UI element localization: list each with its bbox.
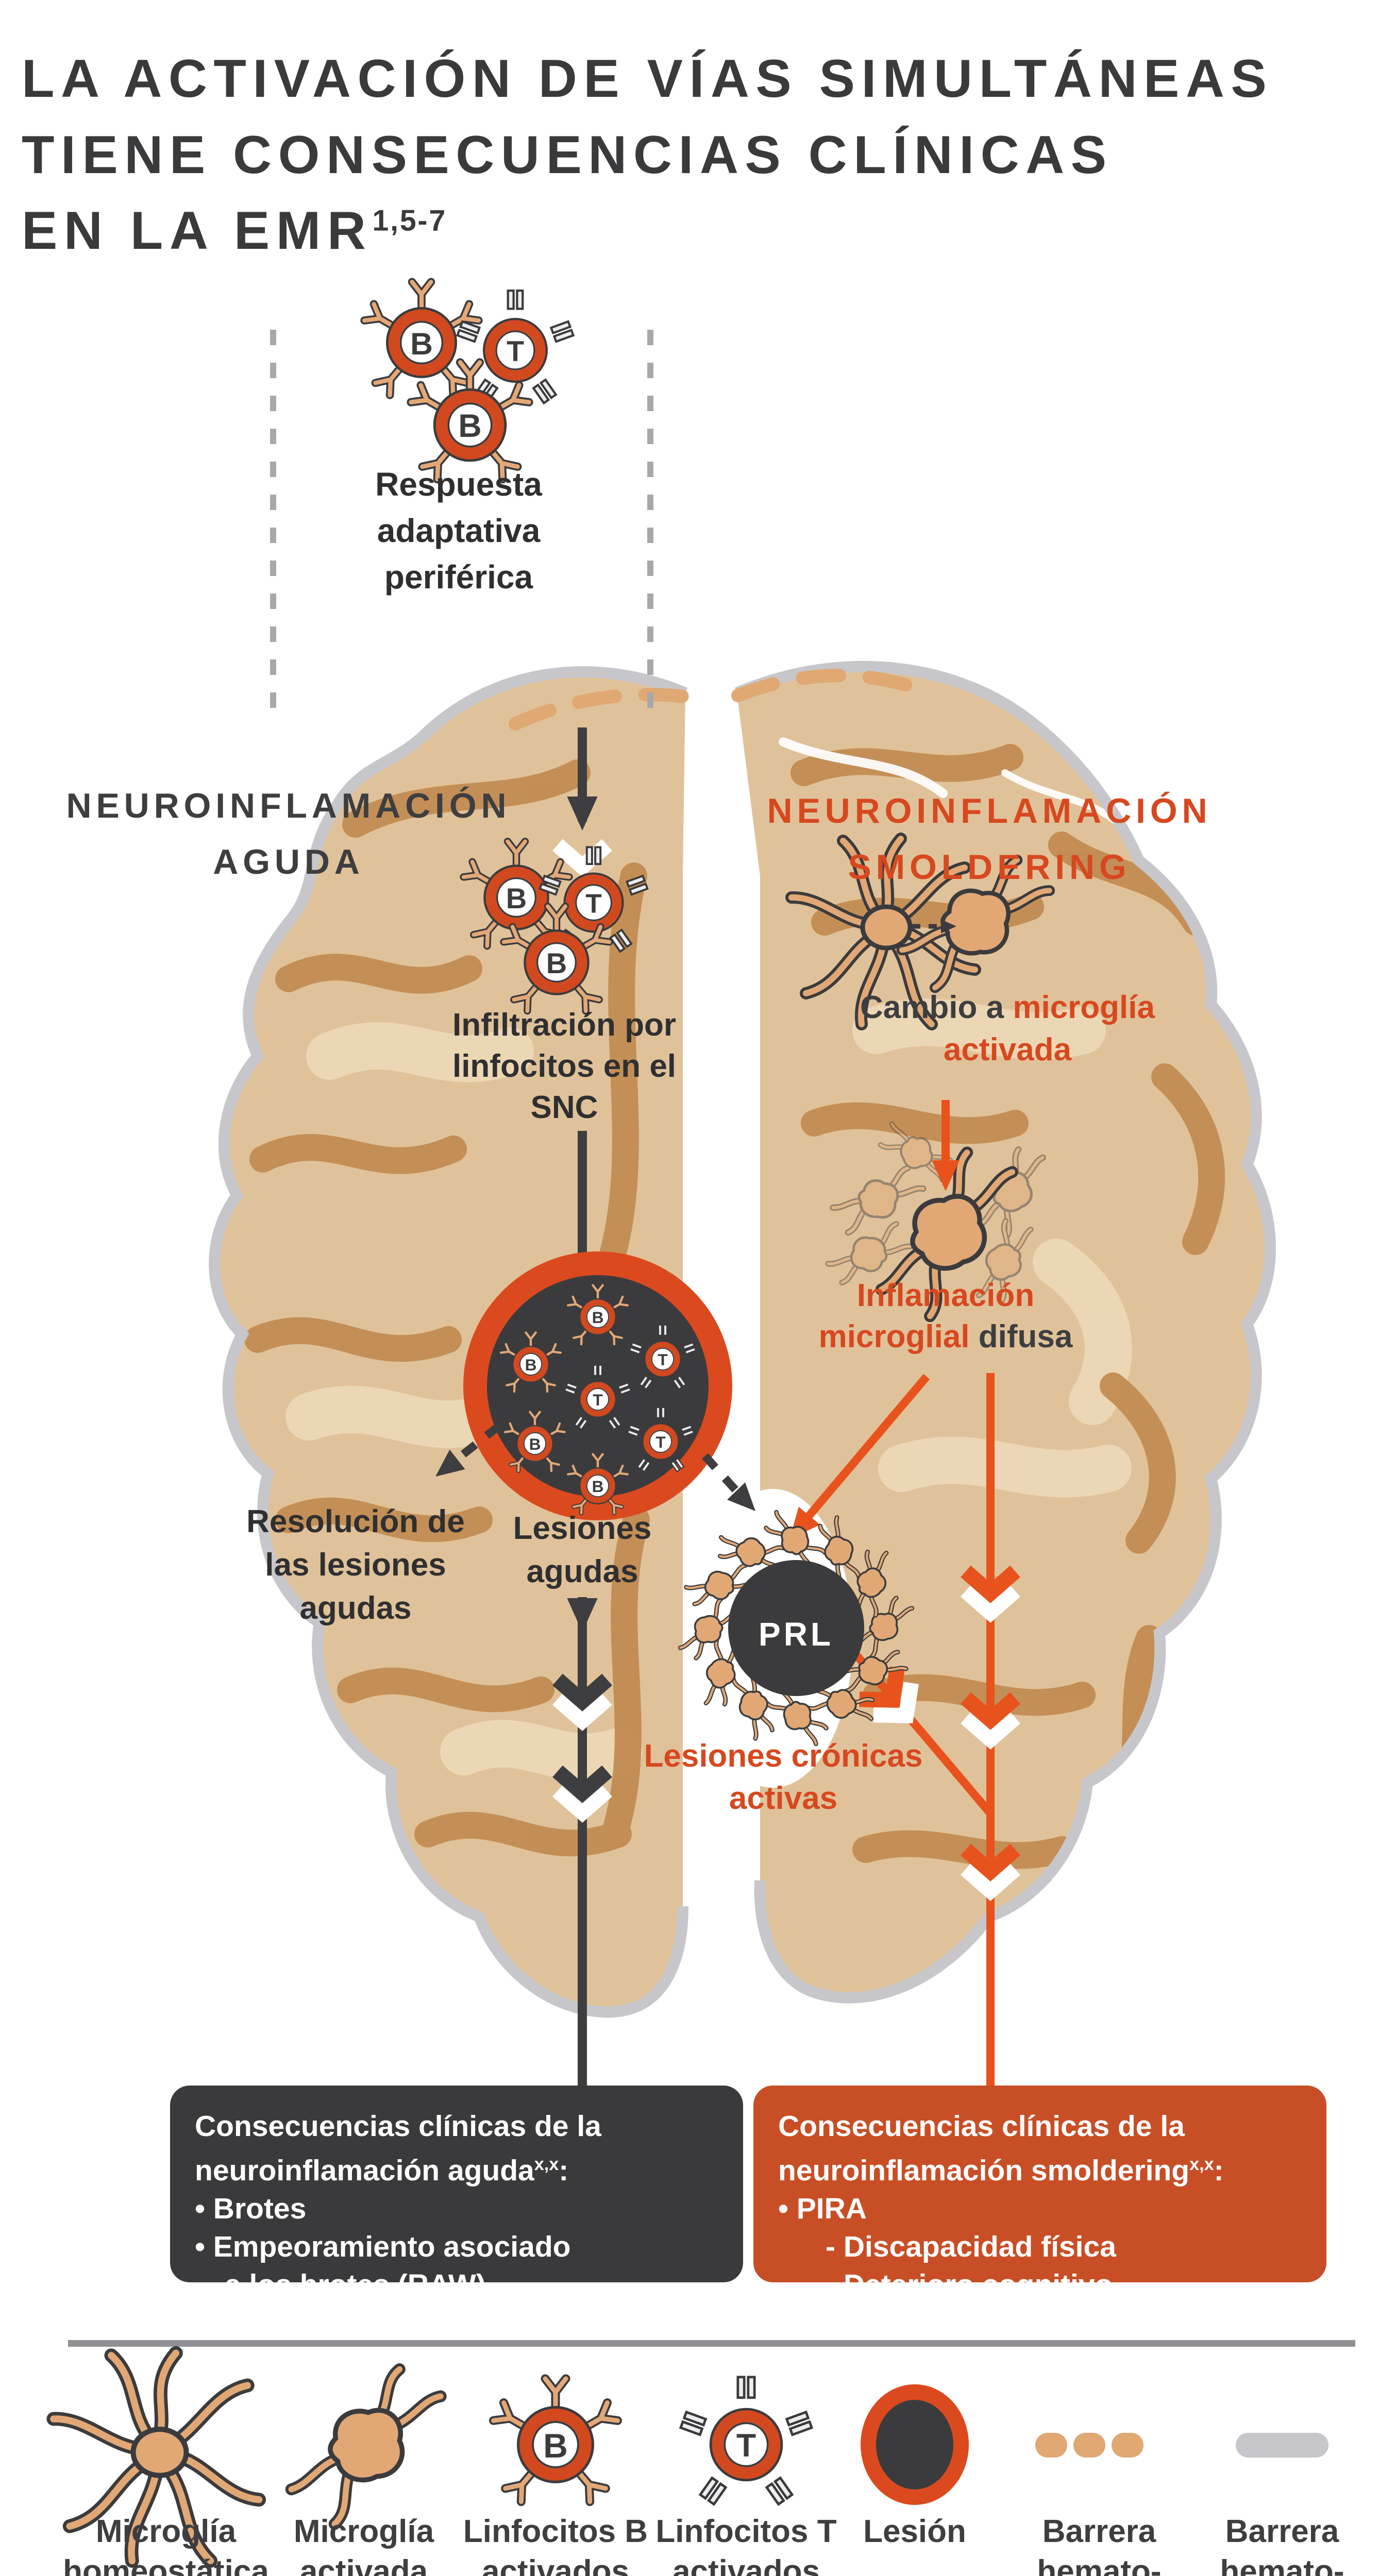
node-microglia-change: Cambio a microglía activada — [860, 990, 1155, 1067]
pathway-label-smoldering: NEUROINFLAMACIÓN SMOLDERING — [767, 791, 1212, 887]
left-hemisphere-texture — [244, 759, 650, 1857]
pathway-label-acute: NEUROINFLAMACIÓN AGUDA — [66, 786, 511, 882]
acute-consequences-box: Consecuencias clínicas de la neuroinflam… — [170, 2086, 743, 2301]
node-diffuse-inflammation: Inflamación microglial difusa — [818, 1278, 1073, 1354]
legend-divider — [68, 2340, 1355, 2347]
b-cell-icon — [364, 282, 479, 395]
permeable-barrier-icon — [1035, 2433, 1143, 2458]
lesion-outcome-dashed-arrows — [428, 1422, 765, 1520]
lesion-icon — [861, 2384, 969, 2505]
acute-bullet-brotes: • Brotes — [195, 2192, 307, 2225]
node-chronic-active-lesions: Lesiones crónicas activas — [644, 1738, 923, 1816]
intact-barrier-outline — [209, 660, 1276, 2018]
prl-lesion-icon: PRL — [680, 1512, 912, 1744]
node-lesion-resolution: Resolución de las lesiones agudas — [246, 1504, 465, 1626]
b-cell-icon — [494, 2379, 618, 2502]
legend-icons — [54, 2353, 1328, 2561]
peripheral-cells-group — [364, 282, 573, 479]
page-title: LA ACTIVACIÓN DE VÍAS SIMULTÁNEAS TIENE … — [22, 49, 1273, 261]
acute-lesion-icon — [463, 1251, 732, 1520]
node-peripheral-response: Respuesta adaptativa periférica — [375, 466, 542, 596]
prl-label: PRL — [759, 1616, 834, 1653]
smoldering-consequences-box: Consecuencias clínicas de la neuroinflam… — [753, 2086, 1326, 2301]
acute-pathway-arrows — [558, 727, 607, 2088]
intact-barrier-icon — [1236, 2433, 1328, 2458]
microglia-change-group — [792, 839, 1054, 1024]
acute-bullet-raw: • Empeoramiento asociado — [195, 2230, 571, 2263]
t-cell-icon — [681, 2377, 812, 2504]
smoldering-sub-cognitivo: - Deterioro cognitivo — [826, 2268, 1113, 2301]
legend-item-lesion: Lesión — [863, 2514, 966, 2549]
title-references: 1,5-7 — [372, 204, 447, 238]
node-acute-lesions: Lesiones agudas — [513, 1511, 652, 1589]
smoldering-sub-fisica: - Discapacidad física — [826, 2230, 1116, 2263]
node-infiltration: Infiltración por linfocitos en el SNC — [452, 1007, 677, 1125]
smoldering-bullet-pira: • PIRA — [778, 2192, 867, 2225]
permeable-barrier-segment — [509, 669, 929, 731]
microglia-activated-icon — [291, 2369, 441, 2524]
